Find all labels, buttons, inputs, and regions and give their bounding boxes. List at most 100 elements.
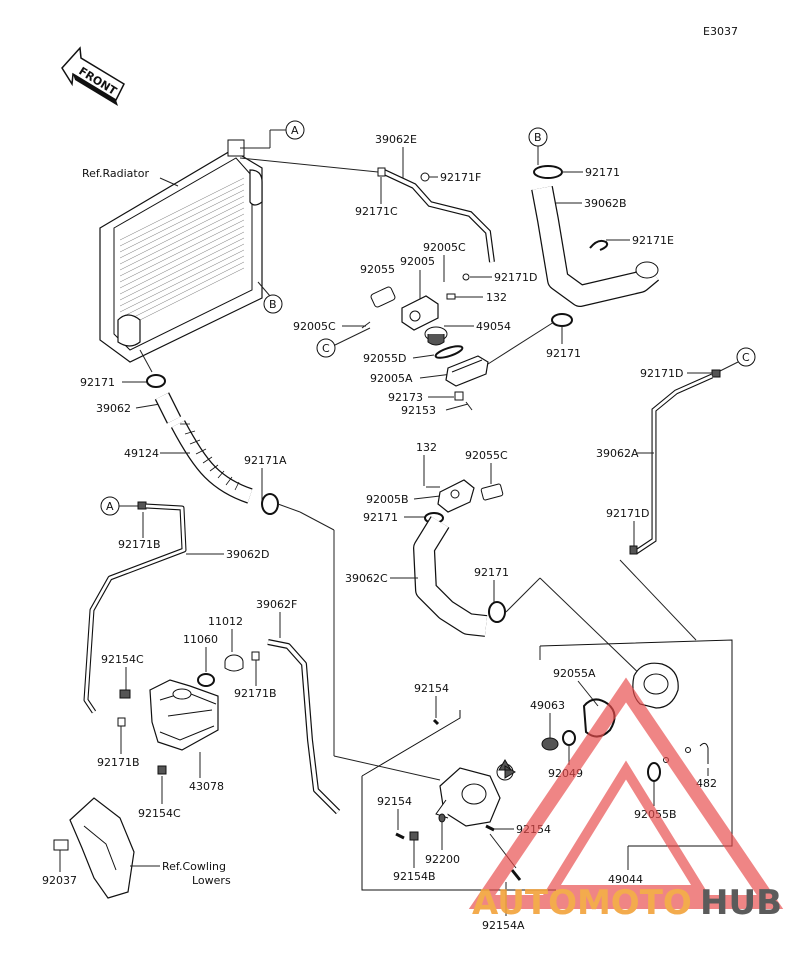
- label-92171d-lower: 92171D: [606, 507, 649, 520]
- label-43078: 43078: [189, 780, 224, 793]
- callout-c-right: C: [736, 347, 756, 367]
- label-92154-top: 92154: [414, 682, 449, 695]
- clamp-92171-right: [551, 313, 573, 327]
- hose-39062d: [83, 503, 187, 714]
- pump-cover: [632, 662, 679, 709]
- svg-text:B: B: [534, 131, 542, 144]
- label-92154c-low: 92154C: [138, 807, 181, 820]
- hose-39062f: [267, 639, 341, 815]
- label-92171b-mid: 92171B: [234, 687, 277, 700]
- bearing-92049: [562, 730, 576, 746]
- label-39062a: 39062A: [596, 447, 639, 460]
- front-arrow-icon: FRONT: [61, 46, 125, 106]
- label-92153: 92153: [401, 404, 436, 417]
- label-92005a: 92005A: [370, 372, 413, 385]
- reservoir-cap-11012: [224, 654, 244, 672]
- label-132-mid: 132: [416, 441, 437, 454]
- watermark-word-a: AUTOMOTO: [472, 883, 692, 923]
- label-92005c-top: 92005C: [423, 241, 466, 254]
- clamp-92171a: [261, 493, 279, 515]
- clamp-92171-b: [533, 165, 563, 179]
- label-39062: 39062: [96, 402, 131, 415]
- label-49124: 49124: [124, 447, 159, 460]
- label-92037: 92037: [42, 874, 77, 887]
- label-92154a: 92154A: [482, 919, 525, 932]
- o-ring-92055b: [647, 762, 661, 782]
- label-92173: 92173: [388, 391, 423, 404]
- label-92171-b: 92171: [585, 166, 620, 179]
- ref-cowling-line1: Ref.Cowling: [162, 860, 226, 873]
- callout-b-top: B: [528, 127, 548, 147]
- label-92171b-top: 92171B: [118, 538, 161, 551]
- impeller: [496, 759, 516, 781]
- label-92200: 92200: [425, 853, 460, 866]
- label-11060: 11060: [183, 633, 218, 646]
- label-92171d-right: 92171D: [640, 367, 683, 380]
- callout-a-left: A: [100, 496, 120, 516]
- radiator: [99, 139, 263, 363]
- callout-a-top: A: [285, 120, 305, 140]
- water-pump-body: [435, 767, 501, 827]
- hose-39062a: [634, 373, 714, 555]
- label-39062b: 39062B: [584, 197, 627, 210]
- diagram-code: E3037: [703, 25, 738, 38]
- label-39062e: 39062E: [375, 133, 417, 146]
- thermostat-housing-body: [445, 355, 489, 387]
- svg-text:C: C: [742, 351, 750, 364]
- clamp-92171-lower: [488, 601, 506, 623]
- label-92154b: 92154B: [393, 870, 436, 883]
- gasket-92055c: [480, 483, 504, 501]
- label-482: 482: [696, 777, 717, 790]
- label-49044: 49044: [608, 873, 643, 886]
- ref-radiator-label: Ref.Radiator: [82, 167, 149, 180]
- seal-11060: [197, 673, 215, 687]
- label-92055d: 92055D: [363, 352, 406, 365]
- hose-49124: [170, 420, 253, 504]
- clip-92037: [53, 839, 69, 851]
- label-92055c: 92055C: [465, 449, 508, 462]
- label-92171d-top: 92171D: [494, 271, 537, 284]
- hose-39062c: [413, 516, 488, 637]
- label-92171f: 92171F: [440, 171, 481, 184]
- ref-cowling-line2: Lowers: [192, 874, 231, 887]
- label-92005c-left: 92005C: [293, 320, 336, 333]
- label-132-top: 132: [486, 291, 507, 304]
- callout-c-top: C: [316, 338, 336, 358]
- label-92171b-low: 92171B: [97, 756, 140, 769]
- label-49063: 49063: [530, 699, 565, 712]
- callout-b-radiator: B: [263, 294, 283, 314]
- label-92171-mid: 92171: [363, 511, 398, 524]
- label-49054: 49054: [476, 320, 511, 333]
- label-92171-lower: 92171: [474, 566, 509, 579]
- label-92171-left: 92171: [80, 376, 115, 389]
- hose-39062e: [382, 169, 495, 263]
- label-11012: 11012: [208, 615, 243, 628]
- label-92171a: 92171A: [244, 454, 287, 467]
- hose-39062b: [531, 185, 660, 307]
- label-92171e: 92171E: [632, 234, 674, 247]
- label-92171-right: 92171: [546, 347, 581, 360]
- clip-92171e: [589, 239, 609, 251]
- label-92005b: 92005B: [366, 493, 409, 506]
- svg-text:B: B: [269, 298, 277, 311]
- gasket-92055: [370, 286, 396, 308]
- reservoir-tank-43078: [149, 679, 219, 751]
- svg-text:A: A: [106, 500, 114, 513]
- watermark-logo: AUTOMOTO HUB: [468, 677, 784, 923]
- label-92055-top: 92055: [360, 263, 395, 276]
- label-92005-top: 92005: [400, 255, 435, 268]
- outlet-fitting: [437, 479, 475, 513]
- clamp-92171-left: [146, 374, 166, 388]
- seal-49063: [541, 737, 559, 751]
- thermostat-49054: [424, 326, 448, 346]
- label-39062f: 39062F: [256, 598, 297, 611]
- svg-text:A: A: [291, 124, 299, 137]
- label-92055a: 92055A: [553, 667, 596, 680]
- cowling-lowers: [69, 797, 135, 899]
- thermostat-housing-cover: [401, 295, 439, 331]
- watermark-word-b: HUB: [700, 883, 782, 923]
- label-39062c: 39062C: [345, 572, 388, 585]
- label-92171c: 92171C: [355, 205, 398, 218]
- o-ring-92055d: [434, 345, 464, 359]
